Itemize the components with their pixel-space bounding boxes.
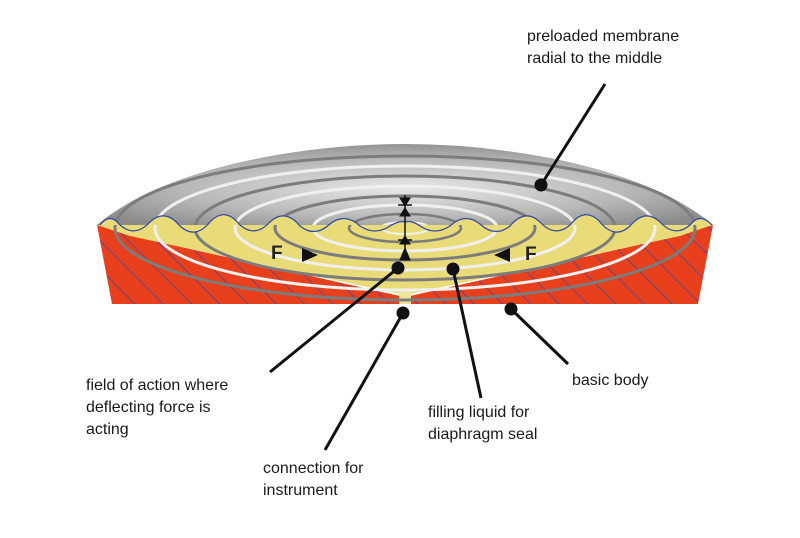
label-line: deflecting force is [86,399,211,416]
label-line: field of action where [86,377,229,394]
leader-lines [269,83,607,451]
label-line: diaphragm seal [428,426,538,443]
force-arrow-right-icon [494,248,510,262]
label-connection: connection for instrument [263,458,364,502]
label-filling-liquid: filling liquid for diaphragm seal [428,402,537,446]
force-label-right: F [525,244,537,265]
label-line: filling liquid for [428,404,530,421]
force-label-left: F [271,243,283,264]
label-field-of-action: field of action where deflecting force i… [86,375,228,441]
label-line: acting [86,421,129,438]
label-line: instrument [263,482,338,499]
label-line: preloaded membrane [527,28,680,45]
label-line: connection for [263,460,364,477]
label-line: radial to the middle [527,50,663,67]
basic-body [97,225,713,304]
label-line: basic body [572,372,649,389]
force-arrow-left-icon [302,248,318,262]
label-preloaded-membrane: preloaded membrane radial to the middle [527,26,679,70]
connection-channel [399,290,411,304]
label-basic-body: basic body [572,370,649,392]
displacement-marker [398,195,412,261]
